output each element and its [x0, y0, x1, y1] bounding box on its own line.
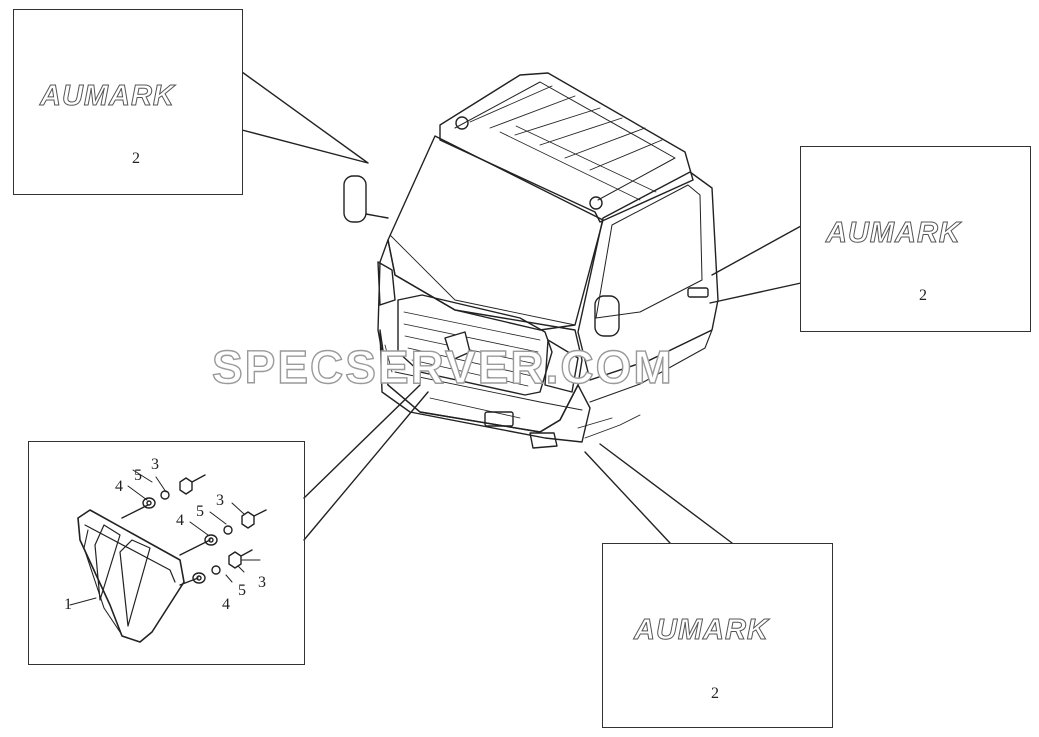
part-label-nut: 3 [258, 574, 266, 591]
mirror-right [594, 295, 620, 337]
part-label-spring-washer: 5 [134, 467, 142, 484]
headlight-left [377, 261, 396, 306]
part-label-spring-washer: 5 [238, 582, 246, 599]
leader-bottom-right [584, 443, 733, 544]
callout-box-top-left [13, 9, 243, 195]
part-label-flat-washer: 4 [176, 512, 184, 529]
aumark-logo: AUMARK [40, 80, 175, 113]
callout-box-bottom-right [602, 543, 833, 728]
part-label-spring-washer: 5 [196, 503, 204, 520]
watermark: SPECSERVER.COM [211, 340, 674, 393]
part-label-emblem: 1 [64, 596, 72, 613]
part-number-label: 2 [711, 685, 719, 702]
cab-bumper [379, 329, 591, 443]
callout-box-grille-detail [28, 441, 305, 665]
part-label-nut: 3 [216, 492, 224, 509]
headlight-right [544, 339, 579, 393]
part-number-label: 2 [132, 150, 140, 167]
fog-lamp [529, 432, 558, 449]
fastener-set-2 [179, 509, 267, 556]
part-label-nut: 3 [151, 456, 159, 473]
part-number-label: 2 [919, 287, 927, 304]
mirror-left [343, 175, 367, 223]
aumark-logo: AUMARK [634, 614, 769, 647]
part-label-flat-washer: 4 [222, 596, 230, 613]
fastener-set-3 [179, 549, 253, 586]
callout-box-right [800, 146, 1031, 332]
leader-right [709, 225, 802, 304]
leader-top-left [241, 71, 369, 164]
aumark-logo: AUMARK [826, 217, 961, 250]
grille-emblem-part [77, 509, 185, 643]
part-label-flat-washer: 4 [115, 478, 123, 495]
leader-grille [303, 384, 429, 541]
fastener-set-1 [121, 474, 206, 519]
cab-roof [439, 72, 694, 223]
